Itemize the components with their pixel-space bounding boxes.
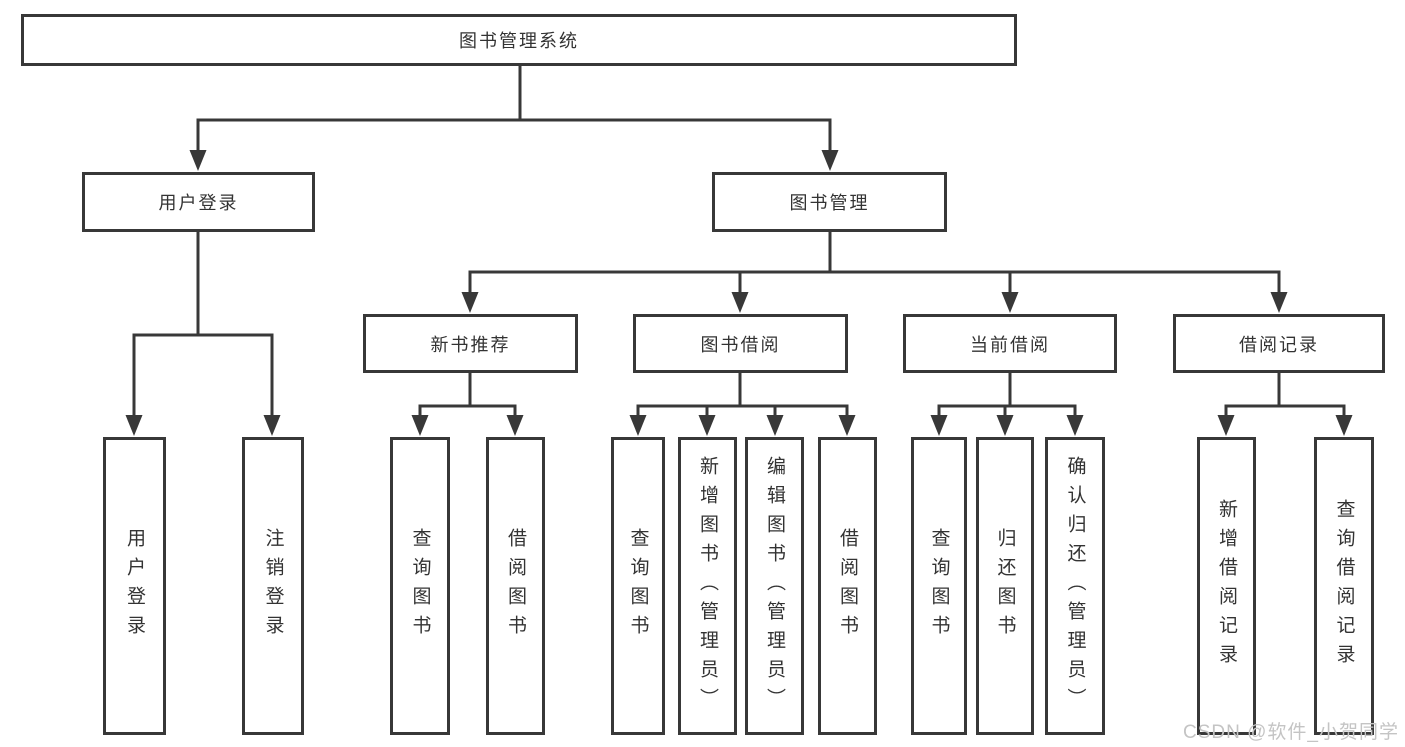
leaf-return-books: 归还图书	[976, 437, 1034, 735]
node-root-label: 图书管理系统	[459, 31, 579, 51]
leaf-add-borrow-record: 新增借阅记录	[1197, 437, 1256, 735]
leaf-return-books-label: 归还图书	[994, 528, 1016, 644]
node-borrow-records-label: 借阅记录	[1239, 334, 1319, 355]
leaf-confirm-return-admin-label: 确认归还（管理员）	[1064, 455, 1086, 717]
leaf-query-books-current-label: 查询图书	[928, 528, 950, 644]
node-user-login: 用户登录	[82, 172, 315, 232]
leaf-edit-book-admin-label: 编辑图书（管理员）	[764, 455, 785, 717]
leaf-query-books-recommend: 查询图书	[390, 437, 450, 735]
node-book-management-label: 图书管理	[789, 193, 870, 213]
leaf-add-book-admin: 新增图书（管理员）	[678, 437, 737, 735]
leaf-user-login: 用户登录	[103, 437, 166, 735]
node-user-login-label: 用户登录	[158, 193, 239, 213]
node-new-book-recommend: 新书推荐	[363, 314, 578, 373]
leaf-query-borrow-record-label: 查询借阅记录	[1333, 499, 1355, 673]
leaf-borrow-books-2: 借阅图书	[818, 437, 877, 735]
node-book-borrow: 图书借阅	[633, 314, 848, 373]
leaf-logout-login: 注销登录	[242, 437, 304, 735]
csdn-watermark: CSDN @软件_小贺同学	[1183, 722, 1399, 743]
leaf-add-book-admin-label: 新增图书（管理员）	[697, 455, 718, 717]
leaf-add-borrow-record-label: 新增借阅记录	[1216, 499, 1237, 673]
node-root-library-system: 图书管理系统	[21, 14, 1017, 66]
leaf-query-borrow-record: 查询借阅记录	[1314, 437, 1374, 735]
leaf-user-login-label: 用户登录	[124, 528, 145, 644]
leaf-query-books-current: 查询图书	[911, 437, 967, 735]
node-current-borrow-label: 当前借阅	[970, 334, 1050, 355]
leaf-query-books-borrow-label: 查询图书	[627, 528, 649, 644]
leaf-query-books-borrow: 查询图书	[611, 437, 665, 735]
leaf-borrow-books-recommend-label: 借阅图书	[505, 528, 526, 644]
leaf-edit-book-admin: 编辑图书（管理员）	[745, 437, 804, 735]
node-borrow-records: 借阅记录	[1173, 314, 1385, 373]
node-new-book-recommend-label: 新书推荐	[430, 334, 511, 355]
leaf-query-books-recommend-label: 查询图书	[409, 528, 431, 644]
leaf-logout-login-label: 注销登录	[262, 528, 284, 644]
node-book-borrow-label: 图书借阅	[700, 334, 781, 355]
node-book-management: 图书管理	[712, 172, 947, 232]
node-current-borrow: 当前借阅	[903, 314, 1117, 373]
leaf-borrow-books-2-label: 借阅图书	[837, 528, 858, 644]
arrowheads	[125, 150, 1353, 436]
leaf-borrow-books-recommend: 借阅图书	[486, 437, 545, 735]
leaf-confirm-return-admin: 确认归还（管理员）	[1045, 437, 1105, 735]
